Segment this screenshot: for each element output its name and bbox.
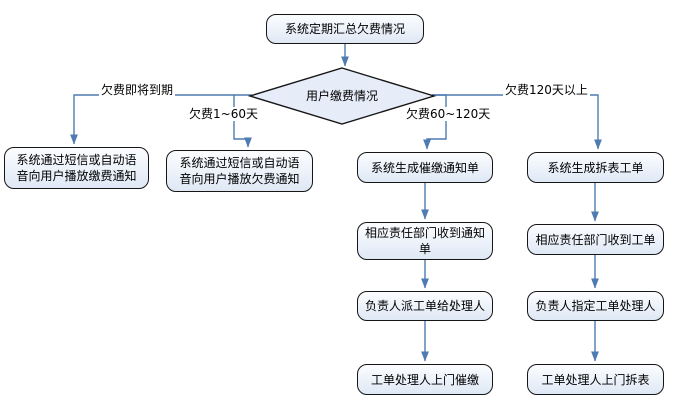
node-generate-reminder: 系统生成催缴通知单 <box>357 152 493 183</box>
decision-user-payment-status: 用户缴费情况 <box>305 88 378 103</box>
edge-decision-to-payment-notice <box>70 94 252 145</box>
branch-label-due-soon: 欠费即将到期 <box>99 83 176 97</box>
node-start-summarize-arrears: 系统定期汇总欠费情况 <box>266 14 424 44</box>
edge-decision-to-arrears-notice <box>233 95 252 148</box>
decision-diamond-shape <box>247 67 437 125</box>
node-generate-removal: 系统生成拆表工单 <box>527 152 664 183</box>
branch-label-days-60-120: 欠费60~120天 <box>404 107 493 121</box>
node-dept-receive-order: 相应责任部门收到工单 <box>527 224 664 255</box>
node-dept-receive-notice: 相应责任部门收到通知单 <box>357 222 493 260</box>
branch-label-days-1-60: 欠费1~60天 <box>187 107 260 121</box>
node-designate-handler: 负责人指定工单处理人 <box>527 291 664 321</box>
branch-label-days-120-plus: 欠费120天以上 <box>503 83 590 97</box>
node-door-collect: 工单处理人上门催缴 <box>357 364 493 395</box>
edge-decision-to-generate-removal <box>432 94 602 150</box>
node-assign-handler: 负责人派工单给处理人 <box>357 291 493 321</box>
node-sms-arrears-notice: 系统通过短信或自动语音向用户播放欠费通知 <box>166 150 313 192</box>
node-door-remove: 工单处理人上门拆表 <box>527 364 664 395</box>
node-sms-payment-notice: 系统通过短信或自动语音向用户播放缴费通知 <box>4 147 149 189</box>
